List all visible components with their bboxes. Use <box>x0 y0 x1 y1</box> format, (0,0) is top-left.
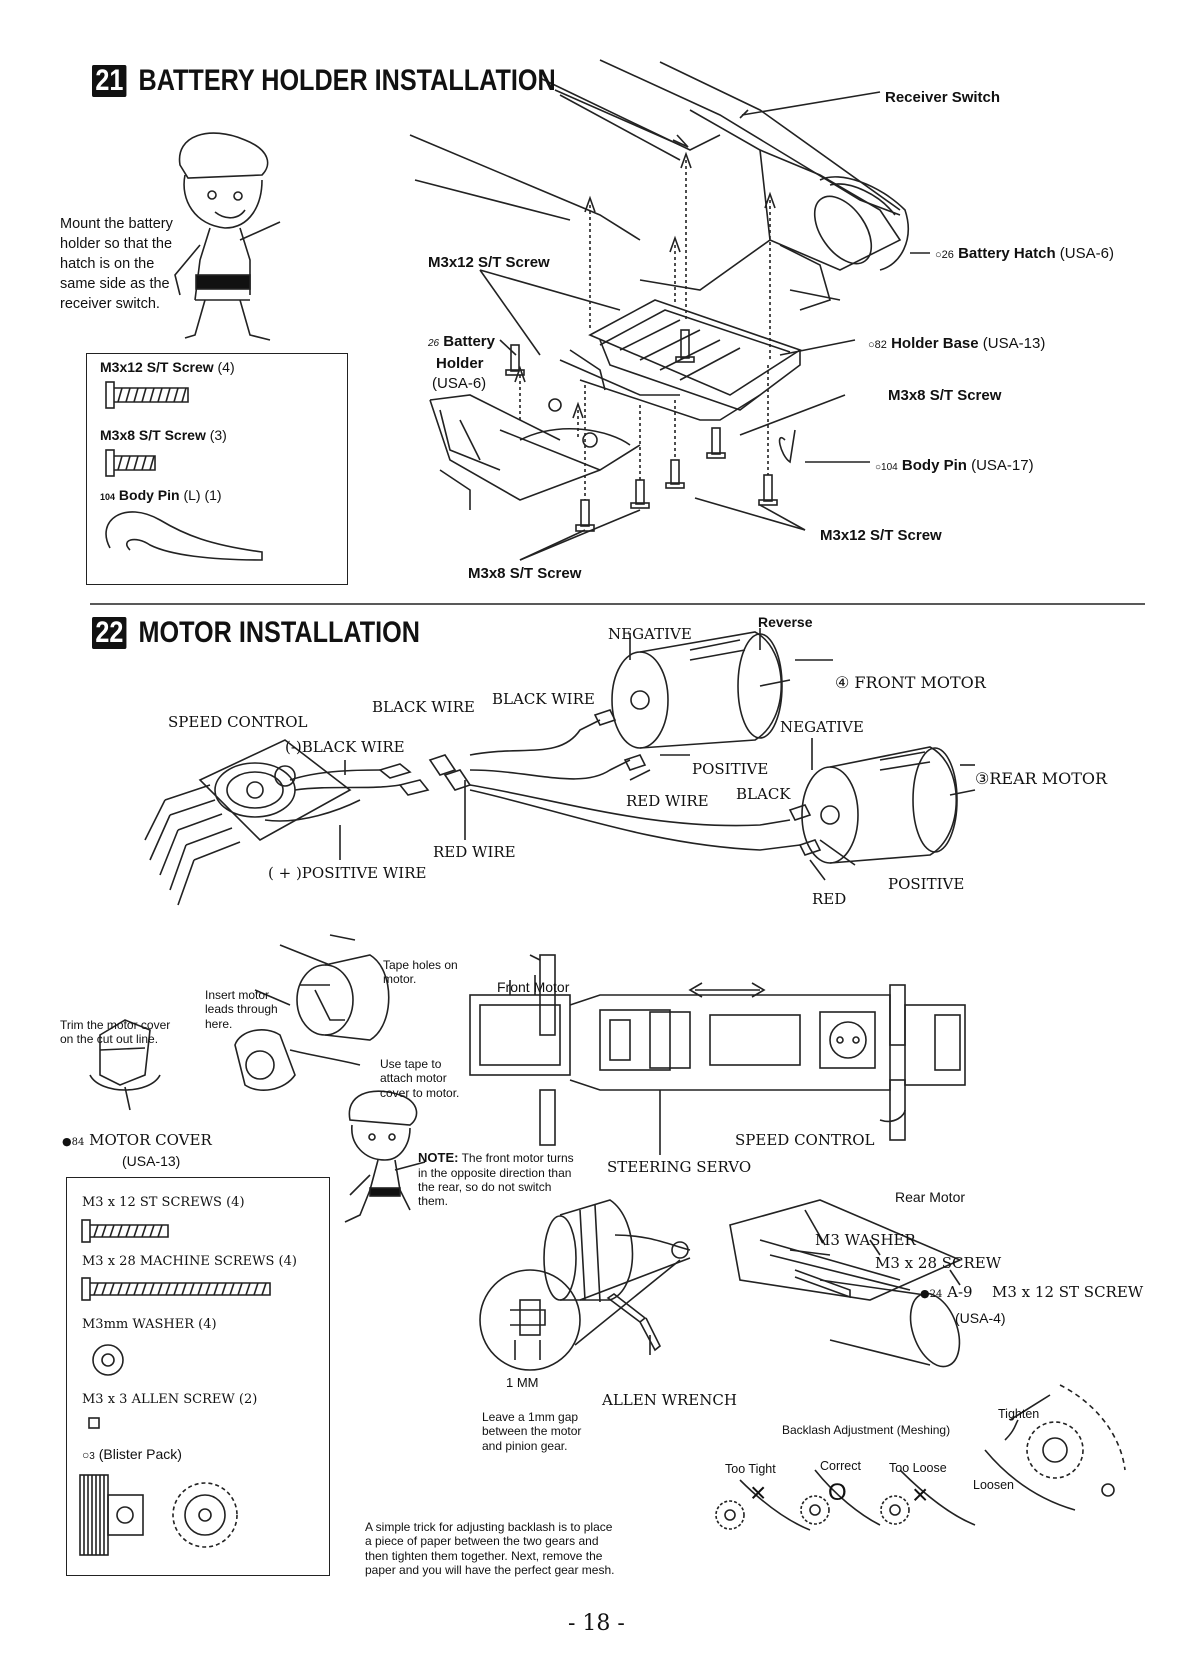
rear-motor-assembly <box>479 1199 962 1371</box>
backlash-too-tight: Too Tight <box>725 1462 776 1476</box>
backlash-correct: Correct <box>820 1459 861 1473</box>
parts-22-item-2: M3 x 28 MACHINE SCREWS (4) <box>82 1254 297 1269</box>
note-gap: Leave a 1mm gap between the motor and pi… <box>482 1410 582 1453</box>
backlash-mark-correct: O <box>828 1479 847 1506</box>
label-m3x12-bottom: M3x12 S/T Screw <box>820 527 942 544</box>
label-m3-washer: M3 WASHER <box>815 1231 916 1249</box>
chassis-top-view <box>469 954 966 1155</box>
parts-box-22-art <box>79 1219 271 1556</box>
label-loosen: Loosen <box>973 1478 1015 1492</box>
label-rear-motor: Rear Motor <box>895 1189 966 1205</box>
label-m3x28-screw: M3 x 28 SCREW <box>875 1254 1002 1272</box>
parts-box-21 <box>86 353 348 585</box>
wire-positive-1: POSITIVE <box>692 760 769 778</box>
parts-22-item-4: M3 x 3 ALLEN SCREW (2) <box>82 1392 258 1407</box>
note-front-motor: NOTE: The front motor turns in the oppos… <box>418 1150 574 1209</box>
parts-box-21-art <box>105 381 263 561</box>
wire-front-motor: ④ FRONT MOTOR <box>835 673 986 692</box>
label-usa4: (USA-4) <box>955 1310 1006 1326</box>
mascot-21 <box>174 132 281 341</box>
label-tighten: Tighten <box>998 1407 1040 1421</box>
label-speed-control: SPEED CONTROL <box>735 1131 875 1149</box>
backlash-drawing <box>715 1384 1126 1531</box>
wire-neg-black: (-)BLACK WIRE <box>285 738 405 756</box>
parts-22-item-3: M3mm WASHER (4) <box>82 1317 217 1332</box>
section-21-number: 21 <box>92 65 127 97</box>
wiring-drawing <box>144 628 976 906</box>
wire-speed-control: SPEED CONTROL <box>168 713 308 731</box>
wire-black-wire-2: BLACK WIRE <box>492 690 595 708</box>
wire-reverse: Reverse <box>758 614 813 630</box>
parts-21-item-1: M3x12 S/T Screw (4) <box>100 359 235 375</box>
label-m3x8-bottom: M3x8 S/T Screw <box>468 565 582 582</box>
note-trim-cover: Trim the motor cover on the cut out line… <box>60 1018 171 1047</box>
mascot-22 <box>344 1090 426 1223</box>
battery-holder-drawing <box>409 59 930 561</box>
label-receiver-switch: Receiver Switch <box>885 89 1001 106</box>
backlash-mark-loose: × <box>912 1479 929 1510</box>
note-insert-leads: Insert motor leads through here. <box>205 988 278 1031</box>
wire-red-wire-2: RED WIRE <box>433 843 516 861</box>
label-a9: ●24 A-9 <box>920 1283 973 1301</box>
wire-positive-wire: ( + )POSITIVE WIRE <box>268 864 427 882</box>
label-battery-hatch: ○26 Battery Hatch (USA-6) <box>935 245 1114 262</box>
backlash-mark-tight: × <box>750 1477 767 1508</box>
label-gap-mm: 1 MM <box>506 1375 539 1390</box>
label-steering-servo: STEERING SERVO <box>607 1158 752 1176</box>
label-motor-cover-code: (USA-13) <box>122 1153 181 1169</box>
section-22-number: 22 <box>92 617 127 649</box>
label-allen-wrench: ALLEN WRENCH <box>602 1391 737 1409</box>
note-tape-holes: Tape holes on motor. <box>383 958 458 987</box>
backlash-too-loose: Too Loose <box>889 1461 947 1475</box>
parts-22-item-5: ○3 (Blister Pack) <box>82 1446 182 1462</box>
label-m3x12-st: M3 x 12 ST SCREW <box>992 1283 1144 1301</box>
label-holder-base: ○82 Holder Base (USA-13) <box>868 335 1046 352</box>
wire-red: RED <box>812 890 847 908</box>
label-battery-holder: 26 Battery Holder (USA-6) <box>428 333 495 392</box>
mascot-note-21: Mount the battery holder so that the hat… <box>60 216 173 312</box>
wire-negative-2: NEGATIVE <box>780 718 864 736</box>
parts-21-item-3: 104 Body Pin (L) (1) <box>100 487 222 503</box>
wire-negative-top: NEGATIVE <box>608 625 692 643</box>
label-motor-cover: ●84 MOTOR COVER <box>62 1131 212 1149</box>
parts-21-item-2: M3x8 S/T Screw (3) <box>100 427 227 443</box>
label-m3x8-right: M3x8 S/T Screw <box>888 387 1002 404</box>
wire-red-wire-1: RED WIRE <box>626 792 709 810</box>
note-backlash-trick: A simple trick for adjusting backlash is… <box>365 1520 615 1578</box>
motor-cover-drawing <box>89 934 390 1111</box>
wire-rear-motor: ③REAR MOTOR <box>975 769 1108 788</box>
wire-black-wire-1: BLACK WIRE <box>372 698 475 716</box>
wire-black: BLACK <box>736 785 791 803</box>
parts-box-22 <box>66 1177 330 1576</box>
page-number: - 18 - <box>568 1611 625 1636</box>
note-use-tape: Use tape to attach motor cover to motor. <box>380 1057 460 1100</box>
label-front-motor: Front Motor <box>497 979 570 995</box>
label-m3x12-top: M3x12 S/T Screw <box>428 254 550 271</box>
parts-22-item-1: M3 x 12 ST SCREWS (4) <box>82 1195 245 1210</box>
wire-positive-2: POSITIVE <box>888 875 965 893</box>
backlash-title: Backlash Adjustment (Meshing) <box>782 1423 951 1437</box>
label-body-pin: ○104 Body Pin (USA-17) <box>875 457 1034 474</box>
